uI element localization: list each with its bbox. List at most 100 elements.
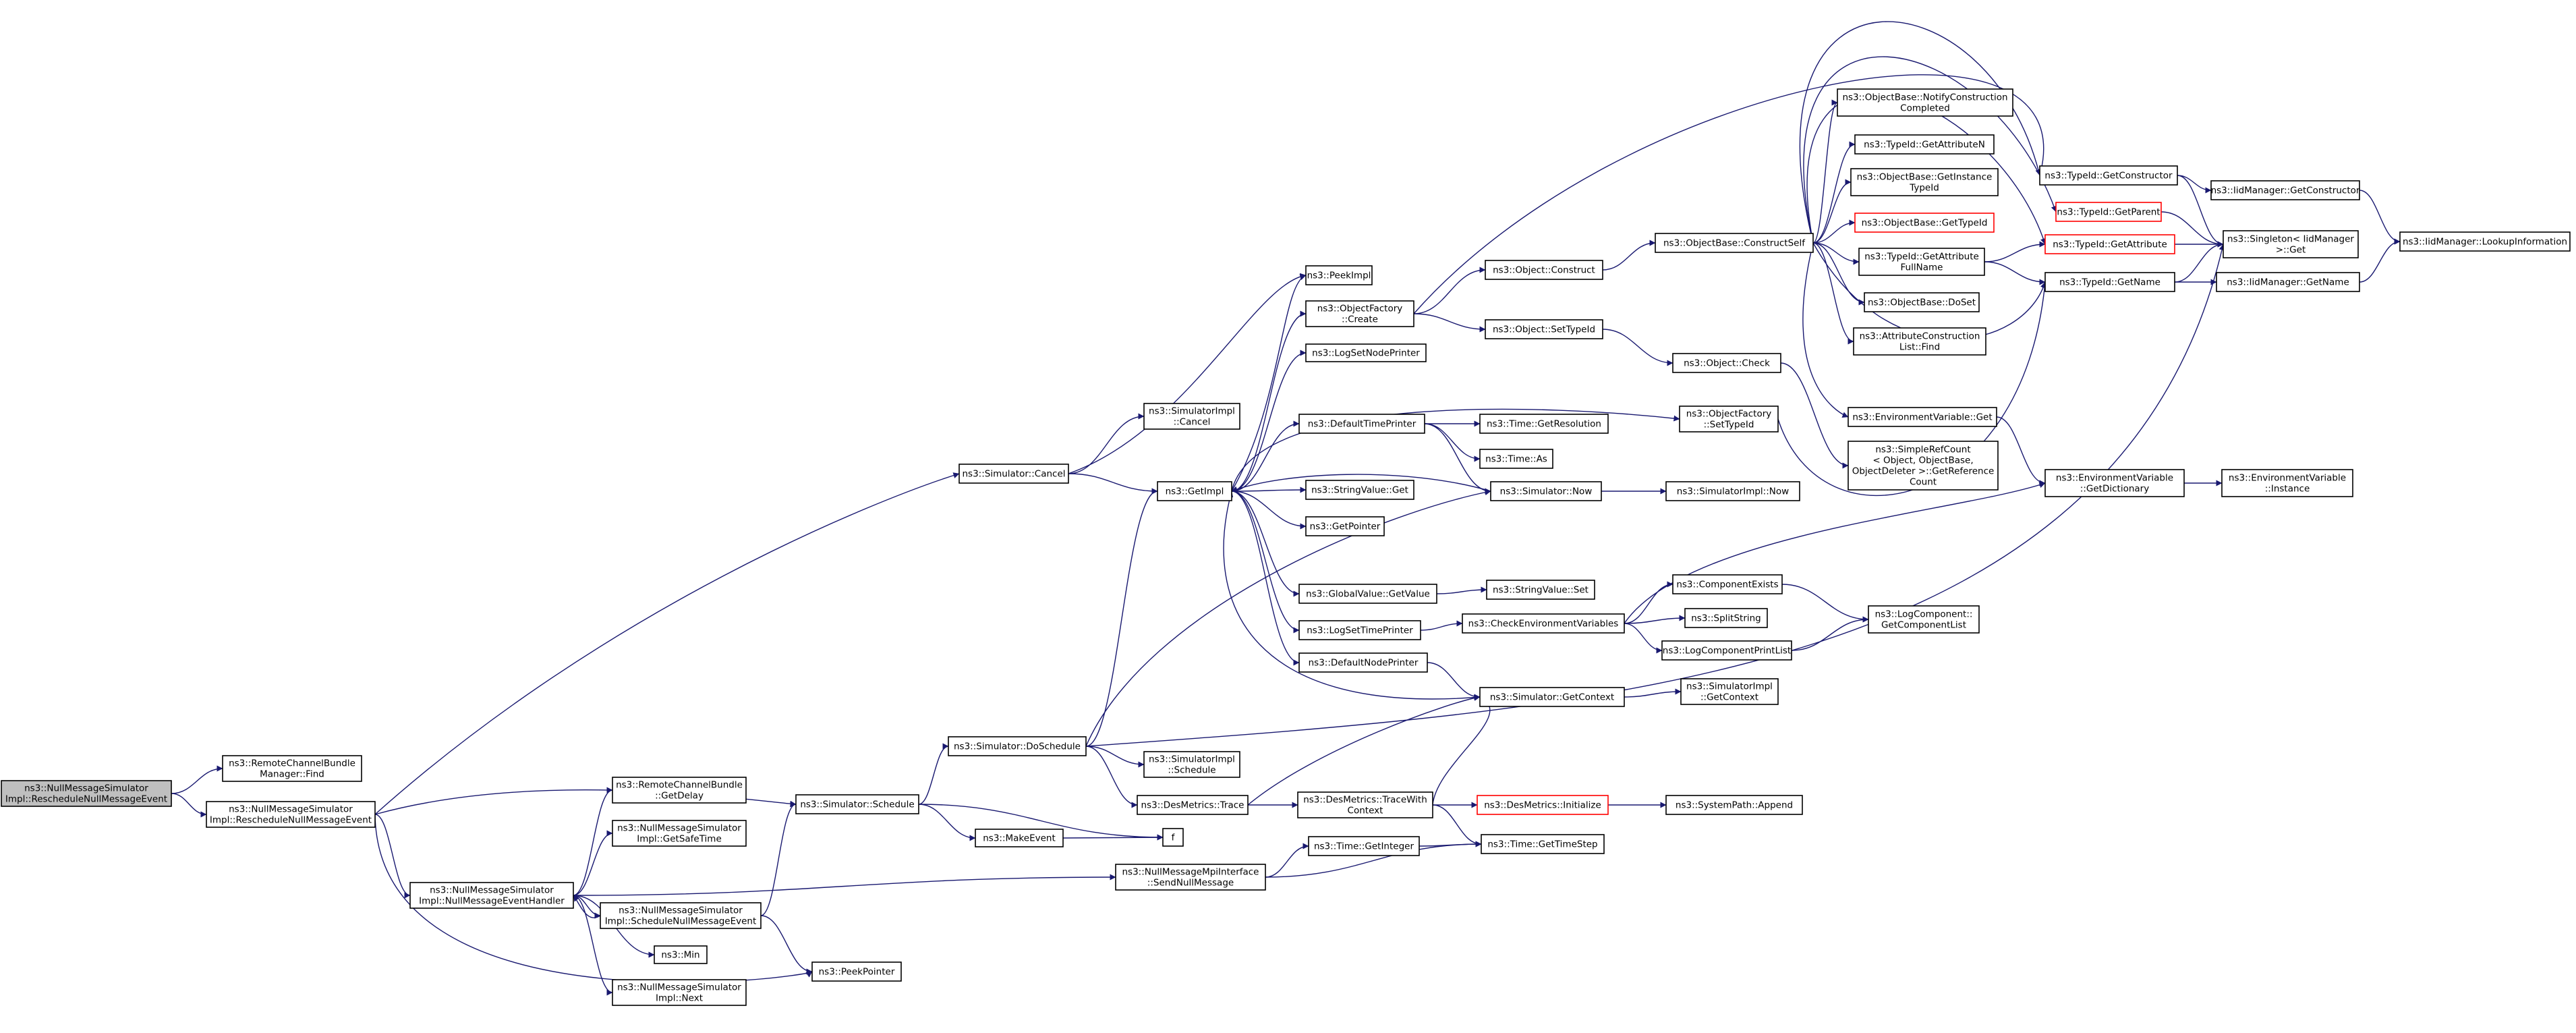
node-typeid-getattributen[interactable]: ns3::TypeId::GetAttributeN: [1854, 134, 1995, 155]
edge-desmetrics-trace-to-simulator-getcontext: [1247, 694, 1481, 806]
node-simimpl-getcontext[interactable]: ns3::SimulatorImpl::GetContext: [1680, 678, 1779, 705]
node-nms-resched[interactable]: ns3::NullMessageSimulatorImpl::Reschedul…: [206, 801, 376, 828]
node-peekpointer[interactable]: ns3::PeekPointer: [811, 961, 902, 982]
node-time-gettimestep[interactable]: ns3::Time::GetTimeStep: [1481, 834, 1605, 854]
node-label: ::Create: [1342, 314, 1378, 325]
node-getpointer[interactable]: ns3::GetPointer: [1305, 516, 1385, 536]
node-label: ns3::ObjectFactory: [1686, 408, 1772, 419]
node-logcomp-getlist[interactable]: ns3::LogComponent::GetComponentList: [1868, 605, 1980, 634]
node-object-construct[interactable]: ns3::Object::Construct: [1485, 260, 1603, 280]
node-iidmgr-getconstructor[interactable]: ns3::IidManager::GetConstructor: [2210, 180, 2360, 200]
node-box: [612, 820, 747, 847]
node-systempath-append[interactable]: ns3::SystemPath::Append: [1665, 795, 1803, 815]
node-box: [2044, 234, 2175, 254]
edge-simulator-now-to-getimpl: [1231, 474, 1491, 493]
node-time-getresolution[interactable]: ns3::Time::GetResolution: [1479, 414, 1609, 434]
node-componentexists[interactable]: ns3::ComponentExists: [1672, 574, 1783, 594]
node-box: [1680, 678, 1779, 705]
node-objbase-gettypeid[interactable]: ns3::ObjectBase::GetTypeId: [1854, 213, 1995, 233]
node-label: ns3::NullMessageSimulator: [430, 885, 554, 895]
node-desmetrics-init[interactable]: ns3::DesMetrics::Initialize: [1477, 795, 1609, 815]
node-nms-getsafetime[interactable]: ns3::NullMessageSimulatorImpl::GetSafeTi…: [612, 820, 747, 847]
node-object-check[interactable]: ns3::Object::Check: [1672, 353, 1781, 373]
node-simimpl-now[interactable]: ns3::SimulatorImpl::Now: [1665, 481, 1800, 501]
node-typeid-getconstructor[interactable]: ns3::TypeId::GetConstructor: [2039, 165, 2178, 186]
node-time-as[interactable]: ns3::Time::As: [1479, 449, 1553, 469]
node-label: Completed: [1900, 103, 1950, 113]
node-simulator-getcontext[interactable]: ns3::Simulator::GetContext: [1479, 687, 1625, 707]
node-simimpl-schedule[interactable]: ns3::SimulatorImpl::Schedule: [1143, 751, 1240, 778]
node-envvar-getdict[interactable]: ns3::EnvironmentVariable::GetDictionary: [2044, 469, 2185, 497]
edge-desmetrics-tracewith-to-simulator-getcontext: [1432, 696, 1491, 806]
node-label: ns3::NullMessageSimulator: [619, 905, 743, 916]
node-objbase-notify[interactable]: ns3::ObjectBase::NotifyConstructionCompl…: [1837, 88, 2013, 117]
node-sim-cancel[interactable]: ns3::Simulator::Cancel: [958, 464, 1069, 484]
node-label: >::Get: [2276, 244, 2306, 255]
node-singleton-get[interactable]: ns3::Singleton< IidManager>::Get: [2223, 230, 2359, 258]
node-getimpl[interactable]: ns3::GetImpl: [1157, 481, 1232, 501]
node-makeevent[interactable]: ns3::MakeEvent: [975, 829, 1064, 847]
node-box: [612, 979, 747, 1006]
node-label: ns3::GetPointer: [1310, 521, 1381, 532]
node-defaulttimeprinter[interactable]: ns3::DefaultTimePrinter: [1298, 414, 1425, 434]
node-simplerefcount[interactable]: ns3::SimpleRefCount< Object, ObjectBase,…: [1848, 441, 1999, 491]
node-f[interactable]: f: [1162, 828, 1184, 847]
node-iidmgr-getname[interactable]: ns3::IidManager::GetName: [2216, 272, 2360, 292]
node-nms-handler[interactable]: ns3::NullMessageSimulatorImpl::NullMessa…: [409, 882, 574, 909]
node-objbase-doset[interactable]: ns3::ObjectBase::DoSet: [1864, 292, 1980, 312]
node-checkenvvars[interactable]: ns3::CheckEnvironmentVariables: [1462, 613, 1625, 634]
node-logcompprintlist[interactable]: ns3::LogComponentPrintList: [1661, 640, 1792, 661]
node-objbase-constructself[interactable]: ns3::ObjectBase::ConstructSelf: [1655, 233, 1814, 253]
edge-nms-resched-to-sim-cancel: [374, 472, 960, 815]
node-min[interactable]: ns3::Min: [654, 945, 708, 964]
node-logsettimeprinter[interactable]: ns3::LogSetTimePrinter: [1298, 620, 1421, 640]
node-peekimpl[interactable]: ns3::PeekImpl: [1305, 265, 1373, 285]
node-objfactory-create[interactable]: ns3::ObjectFactory::Create: [1305, 300, 1414, 327]
edge-sim-doschedule-to-desmetrics-trace: [1085, 746, 1138, 808]
node-object-settypeid[interactable]: ns3::Object::SetTypeId: [1485, 319, 1603, 339]
node-label: ns3::Min: [661, 949, 699, 960]
node-envvar-instance[interactable]: ns3::EnvironmentVariable::Instance: [2221, 469, 2353, 497]
node-rcb-getdelay[interactable]: ns3::RemoteChannelBundle::GetDelay: [612, 777, 747, 804]
node-root: ns3::NullMessageSimulatorImpl::Reschedul…: [1, 780, 172, 807]
node-box: [1486, 580, 1595, 600]
node-defaultnodeprinter[interactable]: ns3::DefaultNodePrinter: [1298, 652, 1428, 673]
node-label: Impl::RescheduleNullMessageEvent: [5, 793, 167, 804]
node-label: ns3::IidManager::GetConstructor: [2211, 185, 2360, 196]
node-box: [948, 736, 1087, 756]
node-typeid-getparent[interactable]: ns3::TypeId::GetParent: [2055, 202, 2162, 222]
node-sim-doschedule[interactable]: ns3::Simulator::DoSchedule: [948, 736, 1087, 756]
node-splitstring[interactable]: ns3::SplitString: [1684, 608, 1768, 628]
node-box: [958, 464, 1069, 484]
node-typeid-getname[interactable]: ns3::TypeId::GetName: [2044, 272, 2175, 292]
node-logsetnodeprinter[interactable]: ns3::LogSetNodePrinter: [1305, 343, 1427, 362]
node-stringvalue-get[interactable]: ns3::StringValue::Get: [1305, 480, 1414, 500]
node-sim-schedule[interactable]: ns3::Simulator::Schedule: [795, 794, 919, 814]
node-label: ns3::TypeId::GetAttributeN: [1864, 139, 1985, 150]
edge-sim-doschedule-to-singleton-get: [1085, 244, 2225, 747]
node-box: [1848, 407, 1997, 427]
edge-componentexists-to-logcomp-getlist: [1781, 584, 1869, 623]
node-stringvalue-set[interactable]: ns3::StringValue::Set: [1486, 580, 1595, 600]
node-simulator-now[interactable]: ns3::Simulator::Now: [1490, 481, 1602, 501]
node-box: [1661, 640, 1792, 661]
node-simimpl-cancel[interactable]: ns3::SimulatorImpl::Cancel: [1143, 403, 1240, 430]
node-box: [612, 777, 747, 804]
node-envvar-get[interactable]: ns3::EnvironmentVariable::Get: [1848, 407, 1997, 427]
node-mpi-sendnull[interactable]: ns3::NullMessageMpiInterface::SendNullMe…: [1115, 864, 1266, 891]
node-nms-schedulenull[interactable]: ns3::NullMessageSimulatorImpl::ScheduleN…: [600, 902, 762, 929]
node-time-getinteger[interactable]: ns3::Time::GetInteger: [1308, 836, 1420, 856]
node-globalvalue-getvalue[interactable]: ns3::GlobalValue::GetValue: [1298, 584, 1437, 604]
node-iidmgr-lookup[interactable]: ns3::IidManager::LookupInformation: [2399, 231, 2571, 252]
node-desmetrics-trace[interactable]: ns3::DesMetrics::Trace: [1137, 795, 1249, 815]
node-objfactory-settypeid[interactable]: ns3::ObjectFactory::SetTypeId: [1679, 406, 1779, 432]
node-typeid-getattribute[interactable]: ns3::TypeId::GetAttribute: [2044, 234, 2175, 254]
node-label: ns3::Simulator::Cancel: [962, 468, 1065, 479]
edge-nms-schedulenull-to-nms-handler: [573, 895, 601, 918]
